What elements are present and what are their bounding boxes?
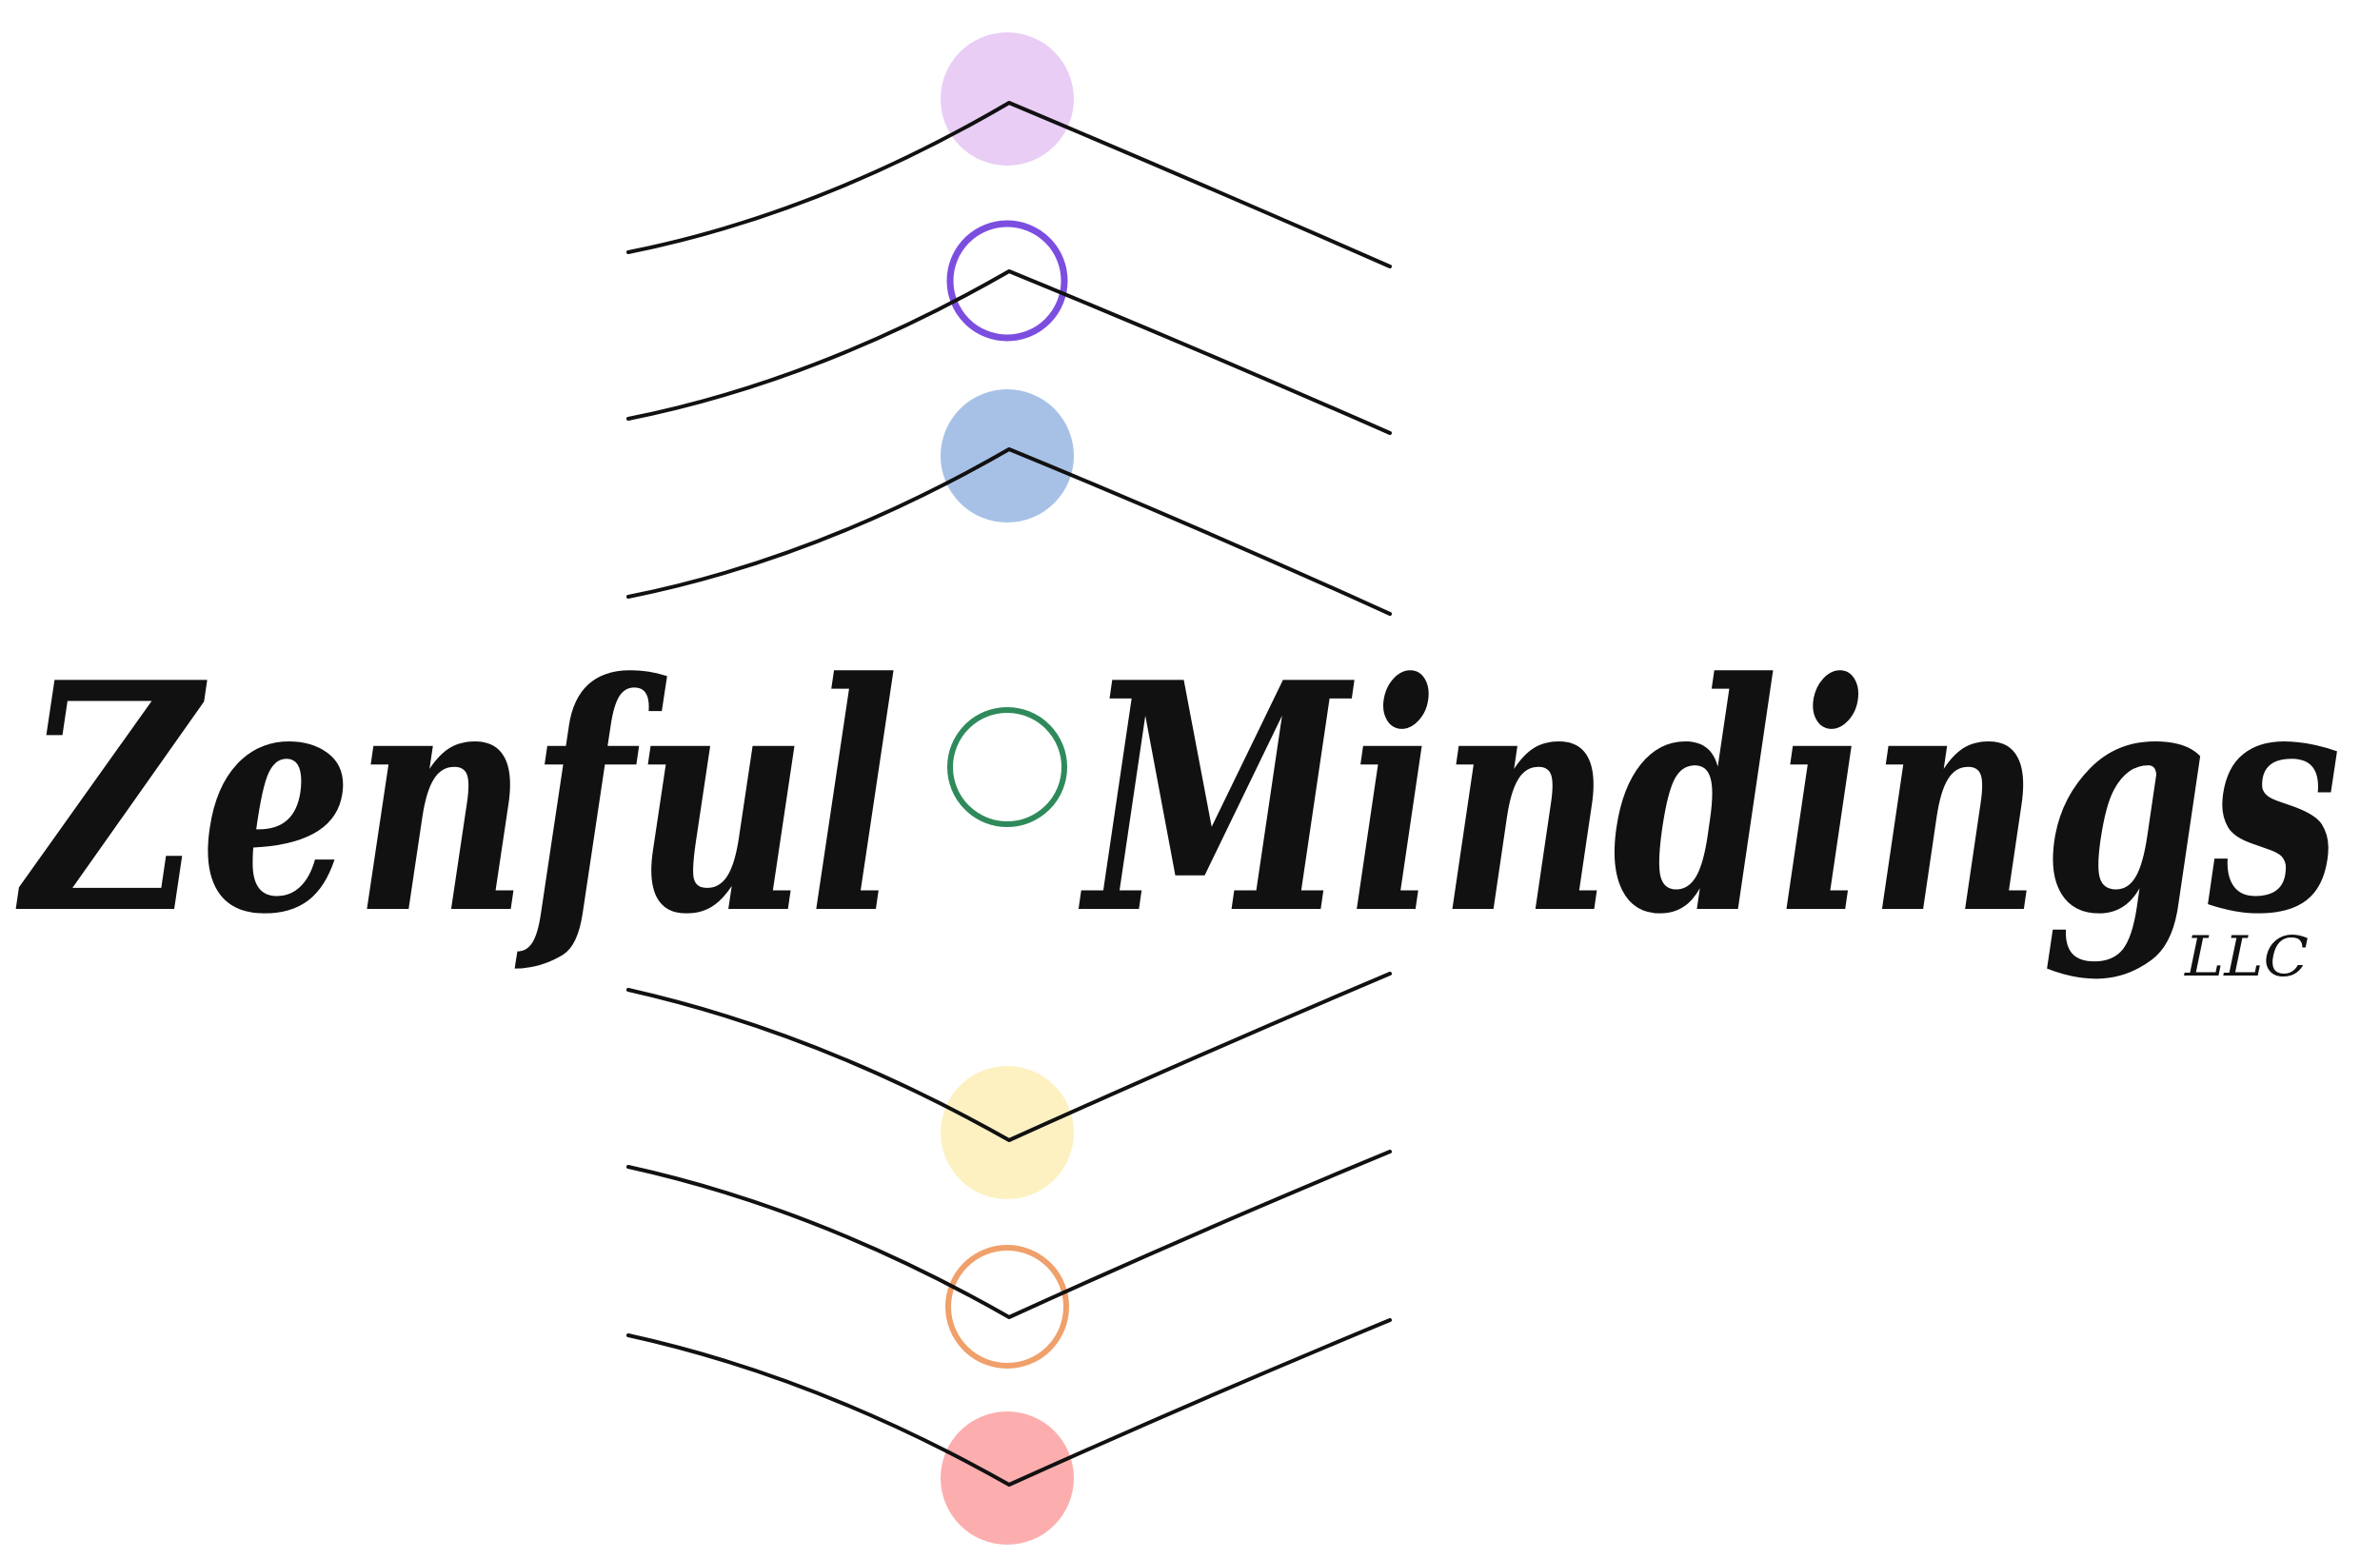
chevron-line-icon <box>626 447 1392 616</box>
chevron-line-icon <box>626 1150 1392 1319</box>
root-chakra-dot-icon <box>941 1411 1074 1545</box>
chevron-line-icon <box>626 1318 1392 1487</box>
third-eye-chakra-ring-icon <box>946 220 1068 342</box>
brand-word-zenful: Zenful <box>12 614 900 983</box>
brand-suffix-llc: LLC <box>2184 924 2309 989</box>
heart-chakra-ring-icon <box>947 707 1067 827</box>
chevron-line-icon <box>626 101 1392 268</box>
brand-word-mindings: Mindings <box>1078 614 2342 983</box>
chevron-line-icon <box>626 972 1392 1142</box>
throat-chakra-dot-icon <box>941 389 1074 523</box>
chevron-line-icon <box>626 269 1392 435</box>
solar-plexus-chakra-dot-icon <box>941 1066 1074 1199</box>
sacral-chakra-ring-icon <box>945 1245 1069 1369</box>
crown-chakra-dot-icon <box>941 32 1074 166</box>
